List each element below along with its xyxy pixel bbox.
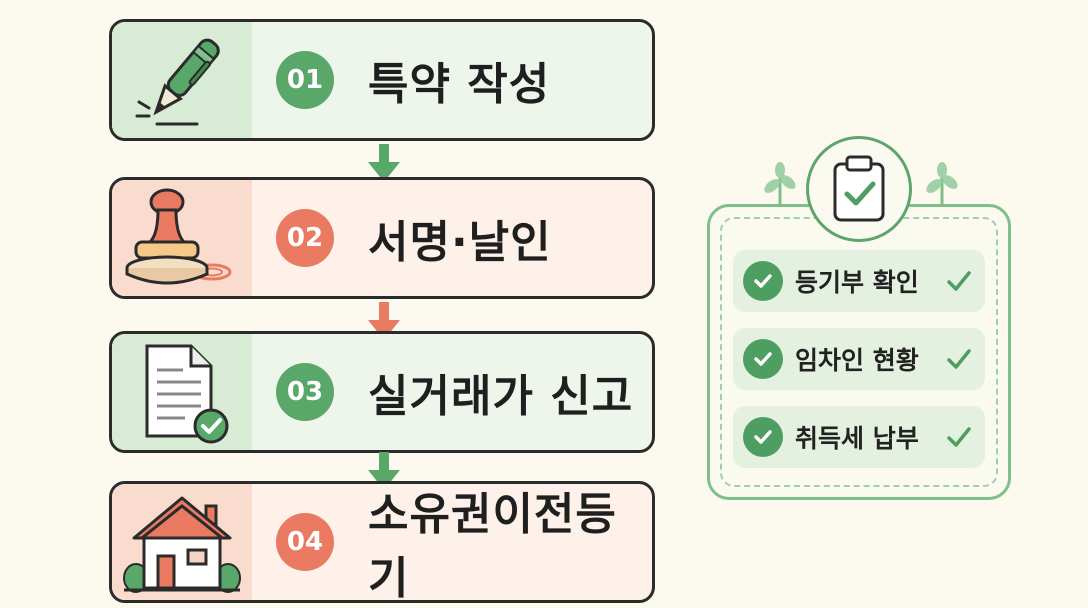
arrow-down-icon xyxy=(368,302,400,340)
step-icon-area xyxy=(112,484,252,600)
house-icon xyxy=(123,496,241,593)
checklist-item-label: 임차인 현황 xyxy=(795,346,919,375)
step-icon-area xyxy=(112,334,252,450)
leaf-icon xyxy=(926,162,958,205)
checklist-header-circle xyxy=(806,136,912,242)
step-label: 서명·날인 xyxy=(368,217,552,268)
step-icon-area xyxy=(112,180,252,296)
step-number-badge: 04 xyxy=(276,513,334,571)
document-check-icon xyxy=(145,344,229,444)
step-label: 소유권이전등기 xyxy=(368,489,617,603)
arrow-down-icon xyxy=(368,144,400,182)
step-card-4: 04 소유권이전등기 xyxy=(109,481,655,603)
checkmark-icon xyxy=(947,271,971,291)
step-number-badge: 02 xyxy=(276,209,334,267)
step-number-badge: 03 xyxy=(276,363,334,421)
stamp-icon xyxy=(125,188,232,285)
checkmark-icon xyxy=(947,349,971,369)
checklist-item: 취득세 납부 xyxy=(733,406,985,468)
pen-icon xyxy=(135,38,220,126)
check-circle-icon xyxy=(743,261,783,301)
check-circle-icon xyxy=(743,339,783,379)
checkmark-icon xyxy=(947,427,971,447)
checklist-item: 등기부 확인 xyxy=(733,250,985,312)
clipboard-check-icon xyxy=(833,155,885,222)
checklist-item-label: 취득세 납부 xyxy=(795,424,919,453)
step-label: 실거래가 신고 xyxy=(368,371,634,422)
step-icon-area xyxy=(112,22,252,138)
check-circle-icon xyxy=(743,417,783,457)
step-card-3: 03 실거래가 신고 xyxy=(109,331,655,453)
step-label: 특약 작성 xyxy=(368,59,551,110)
checklist-item-label: 등기부 확인 xyxy=(795,268,919,297)
checklist-item: 임차인 현황 xyxy=(733,328,985,390)
leaf-icon xyxy=(764,162,796,205)
step-card-1: 01 특약 작성 xyxy=(109,19,655,141)
step-number-badge: 01 xyxy=(276,51,334,109)
arrow-down-icon xyxy=(368,452,400,490)
step-card-2: 02 서명·날인 xyxy=(109,177,655,299)
